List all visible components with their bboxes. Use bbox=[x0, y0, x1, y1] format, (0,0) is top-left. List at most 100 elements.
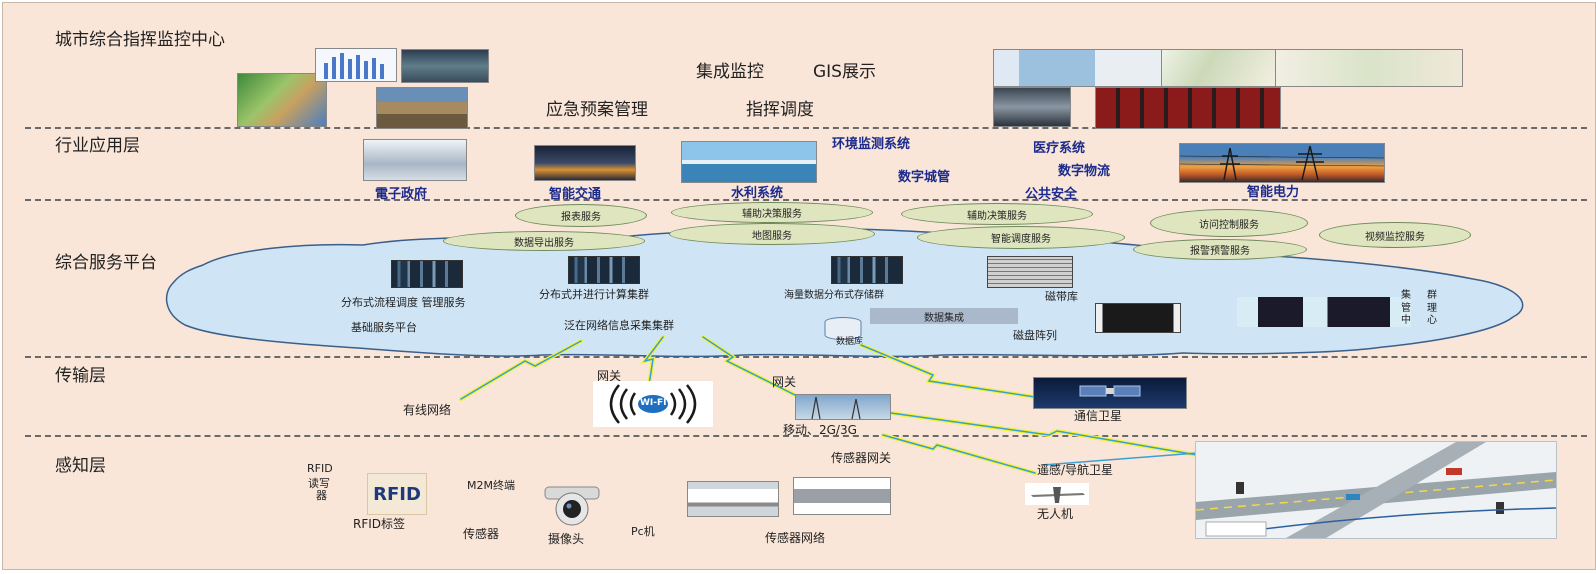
digital-logistics-label: 数字物流 bbox=[1058, 164, 1111, 179]
cluster-char: 集 bbox=[1401, 290, 1411, 301]
rfid-reader-label: RFID bbox=[307, 462, 333, 475]
gis-screen-image bbox=[993, 49, 1163, 87]
rfid-tag-label: RFID标签 bbox=[353, 517, 406, 531]
layer-divider bbox=[25, 435, 1587, 437]
disk-array-label: 磁盘阵列 bbox=[1013, 329, 1057, 342]
iot-street-scene-icon bbox=[1196, 442, 1556, 538]
mass-storage-label: 海量数据分布式存储群 bbox=[784, 290, 884, 301]
layer-command-center-title: 城市综合指挥监控中心 bbox=[55, 30, 225, 50]
sensor-gateway-label: 传感器网关 bbox=[831, 451, 892, 465]
emergency-scene-image bbox=[376, 87, 468, 129]
water-system-image bbox=[681, 141, 817, 183]
smart-power-image bbox=[1179, 143, 1385, 183]
gis-map-image bbox=[1275, 49, 1463, 87]
cluster-char: 心 bbox=[1427, 315, 1437, 326]
power-tower-icon bbox=[1180, 145, 1384, 181]
parallel-compute-label: 分布式并进行计算集群 bbox=[539, 288, 649, 301]
gis-map-image bbox=[237, 73, 327, 127]
rfid-reader-label: 读写 bbox=[308, 477, 330, 490]
public-safety-label: 公共安全 bbox=[1025, 187, 1078, 202]
report-service-ellipse: 报表服务 bbox=[515, 204, 647, 227]
water-system-label: 水利系统 bbox=[731, 186, 784, 201]
tape-library-image bbox=[987, 256, 1073, 288]
data-integration-box: 数据集成 bbox=[870, 308, 1018, 324]
emergency-plan-label: 应急预案管理 bbox=[546, 100, 648, 120]
environment-monitoring-label: 环境监测系统 bbox=[832, 137, 911, 152]
rfid-logo: RFID bbox=[367, 473, 427, 515]
layer-application-title: 行业应用层 bbox=[55, 136, 140, 156]
pc-label: Pc机 bbox=[631, 525, 655, 538]
cluster-char: 中 bbox=[1401, 315, 1411, 326]
smart-power-label: 智能电力 bbox=[1247, 185, 1300, 200]
wired-network-label: 有线网络 bbox=[403, 403, 452, 417]
e-government-image bbox=[363, 139, 467, 181]
satellite-icon bbox=[1079, 385, 1141, 397]
m2m-terminal-label: M2M终端 bbox=[467, 479, 515, 492]
smart-dispatch-ellipse: 智能调度服务 bbox=[917, 226, 1125, 249]
wifi-icon: WI-FI bbox=[593, 381, 713, 427]
bar-chart-thumbnail-icon bbox=[324, 53, 384, 79]
iot-city-scene-image bbox=[1195, 441, 1557, 539]
medical-system-label: 医疗系统 bbox=[1033, 141, 1086, 156]
data-export-ellipse: 数据导出服务 bbox=[443, 231, 645, 251]
mobile-network-label: 移动、2G/3G bbox=[783, 423, 857, 437]
gis-display-label: GIS展示 bbox=[813, 62, 876, 82]
cluster-management-image bbox=[1237, 297, 1411, 327]
sensor-label: 传感器 bbox=[463, 527, 500, 541]
mobile-tower-image bbox=[795, 394, 891, 420]
layer-divider bbox=[25, 127, 1587, 129]
remote-nav-satellite-label: 遥感/导航卫星 bbox=[1037, 463, 1114, 477]
cluster-char: 群 bbox=[1427, 290, 1437, 301]
disk-array-image bbox=[1095, 303, 1181, 333]
decision-support-ellipse: 辅助决策服务 bbox=[901, 203, 1093, 225]
smart-transport-label: 智能交通 bbox=[549, 187, 602, 202]
wifi-label: WI-FI bbox=[640, 398, 667, 408]
server-cluster-image bbox=[831, 256, 903, 284]
uav-icon bbox=[1025, 483, 1089, 505]
camera-label: 摄像头 bbox=[548, 532, 585, 546]
layer-divider bbox=[25, 199, 1587, 201]
pervasive-collection-label: 泛在网络信息采集集群 bbox=[564, 319, 674, 332]
access-control-ellipse: 访问控制服务 bbox=[1150, 209, 1308, 237]
control-room-image bbox=[401, 49, 489, 83]
layer-service-platform-title: 综合服务平台 bbox=[55, 253, 157, 273]
layer-perception-title: 感知层 bbox=[55, 456, 106, 476]
distributed-workflow-label: 分布式流程调度 管理服务 bbox=[341, 296, 466, 309]
dispatch-room-image bbox=[993, 87, 1071, 127]
server-cluster-image bbox=[391, 260, 463, 288]
rfid-logo-text: RFID bbox=[373, 483, 421, 505]
integrated-monitoring-label: 集成监控 bbox=[696, 62, 764, 82]
sensor-vehicle-image bbox=[687, 481, 779, 517]
satellite-label: 通信卫星 bbox=[1074, 409, 1123, 423]
map-service-ellipse: 地图服务 bbox=[669, 223, 875, 245]
layer-divider bbox=[25, 356, 1587, 358]
sensor-vehicle-image bbox=[793, 477, 891, 515]
wifi-signal-icon bbox=[609, 384, 697, 424]
dispatch-label: 指挥调度 bbox=[746, 100, 814, 120]
database-label: 数据库 bbox=[836, 337, 864, 347]
camera-icon bbox=[544, 486, 600, 526]
cluster-char: 管 bbox=[1401, 303, 1411, 314]
uav-label: 无人机 bbox=[1037, 507, 1074, 521]
digital-city-label: 数字城管 bbox=[898, 170, 951, 185]
bar-chart-image bbox=[315, 48, 397, 82]
basic-platform-label: 基础服务平台 bbox=[351, 321, 417, 334]
database-icon bbox=[824, 317, 862, 340]
connection-lines bbox=[459, 335, 1199, 475]
alarm-warning-ellipse: 报警预警服务 bbox=[1133, 239, 1307, 260]
gateway-label: 网关 bbox=[597, 369, 622, 383]
smart-transport-image bbox=[534, 145, 636, 181]
satellite-image bbox=[1033, 377, 1187, 409]
sensor-network-label: 传感器网络 bbox=[765, 531, 826, 545]
video-wall-image bbox=[1095, 87, 1281, 129]
rfid-reader-label: 器 bbox=[316, 489, 327, 502]
e-government-label: 電子政府 bbox=[375, 187, 428, 202]
tape-library-label: 磁带库 bbox=[1045, 290, 1078, 303]
video-monitoring-ellipse: 视频监控服务 bbox=[1319, 222, 1471, 248]
gateway-label: 网关 bbox=[772, 375, 797, 389]
gis-map-image bbox=[1161, 49, 1277, 87]
cluster-char: 理 bbox=[1427, 303, 1437, 314]
layer-transport-title: 传输层 bbox=[55, 366, 106, 386]
server-cluster-image bbox=[568, 256, 640, 284]
